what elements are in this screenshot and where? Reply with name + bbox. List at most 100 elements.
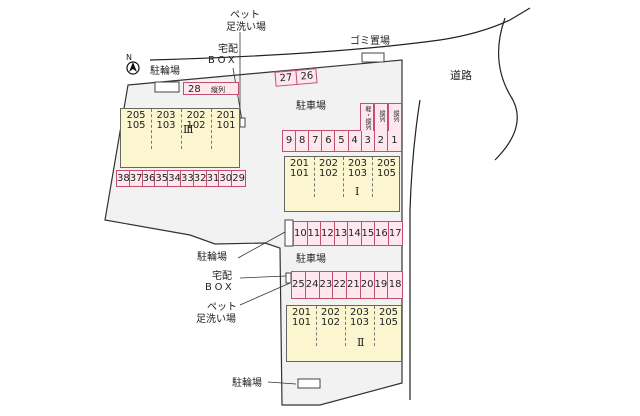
delivery-leader-mid [239,275,287,279]
lot-28-tandem-label: 縦列 [211,86,225,94]
unit-divider [374,306,375,346]
pet-label-mid-line1: ペット [207,302,237,313]
parking-lot-34: 34 [168,171,181,186]
lot-28-tandem: 28 縦列 [183,82,239,95]
parking-lot-7: 7 [309,131,323,151]
parking-lot-22: 22 [333,272,347,298]
unit-upper-number: 201 [216,110,236,121]
unit-divider [316,306,317,346]
pet-label-top-line2: 足洗い場 [226,22,266,33]
unit-upper-number: 203 [347,158,368,169]
unit-lower-number: 102 [320,317,341,328]
parking-lot-9: 9 [283,131,297,151]
lot-1-tandem: 縦列 [388,103,402,131]
building-I-roman: Ⅰ [355,185,360,198]
lot-3-light-tandem-label: 軽・縦列 [364,106,371,130]
unit-lower-number: 101 [289,168,310,179]
parking-lot-24: 24 [306,272,320,298]
parking-lot-8: 8 [296,131,310,151]
parking-lot-32: 32 [193,171,207,186]
parking-label-bottom: 駐車場 [296,254,326,265]
garbage-label: ゴミ置場 [350,36,390,47]
parking-lot-11: 11 [308,222,321,245]
unit-lower-number: 103 [156,120,176,131]
bike-leader-mid [237,231,286,259]
unit-lower-number: 105 [126,120,146,131]
parking-lot-17: 17 [388,228,402,239]
pet-leader-mid [239,282,291,306]
unit-lower-number: 103 [347,168,368,179]
parking-lot-3: 3 [362,131,375,151]
parking-lot-21: 21 [347,272,361,298]
unit-lower-number: 101 [291,317,312,328]
parking-lot-30: 30 [219,171,233,186]
parking-lot-6: 6 [322,131,336,151]
road-label: 道路 [450,69,472,82]
unit-divider [211,109,212,149]
parking-label-top: 駐車場 [296,101,326,112]
unit-upper-number: 203 [156,110,176,121]
unit-lower-number: 105 [376,168,397,179]
north-label: N [126,53,132,62]
unit-divider [372,157,373,197]
delivery-label-mid-line2: BOX [205,282,235,293]
unit-lower-number: 103 [349,317,370,328]
delivery-box-top [239,117,246,128]
lot-27: 27 [275,70,298,86]
unit-upper-number: 202 [186,110,206,121]
parking-lot-31: 31 [206,171,220,186]
road-edge-right [494,17,518,161]
parking-lot-23: 23 [320,272,334,298]
parking-lot-10: 10 [294,222,308,245]
parking-lot-33: 33 [181,171,194,186]
lot-3-light-tandem: 軽・縦列 [360,103,374,131]
bike-label-mid: 駐輪場 [197,252,227,263]
delivery-label-mid-line1: 宅配 [212,271,232,282]
unit-divider [181,109,182,149]
parking-lot-4: 4 [349,131,362,151]
unit-lower-number: 101 [216,120,236,131]
bike-shed-mid [284,219,294,247]
parking-lot-14: 14 [348,222,362,245]
bike-label-bottom: 駐輪場 [232,378,262,389]
unit-lower-number: 105 [378,317,399,328]
bike-shed-top [154,81,180,93]
unit-divider [343,157,344,197]
parking-lot-1: 1 [391,135,398,146]
road-edge-lower [409,99,421,400]
lot-2-tandem: 縦列 [374,103,388,131]
parking-lot-18: 18 [388,279,402,290]
unit-upper-number: 205 [378,307,399,318]
unit-upper-number: 201 [289,158,310,169]
bike-leader-bottom [267,381,297,385]
building-III-roman: Ⅲ [183,123,194,136]
lot-28-number: 28 [188,84,201,95]
unit-upper-number: 201 [291,307,312,318]
pet-label-top-line1: ペット [230,10,260,21]
unit-lower-number: 102 [186,120,206,131]
parking-lot-35: 35 [155,171,169,186]
bike-shed-bottom [297,378,321,389]
parking-lot-29: 29 [232,173,245,184]
lot-26: 26 [300,70,314,83]
lot-2-tandem-label: 縦列 [378,110,385,122]
parking-lot-15: 15 [362,222,375,245]
unit-upper-number: 203 [349,307,370,318]
parking-lot-37: 37 [129,171,143,186]
